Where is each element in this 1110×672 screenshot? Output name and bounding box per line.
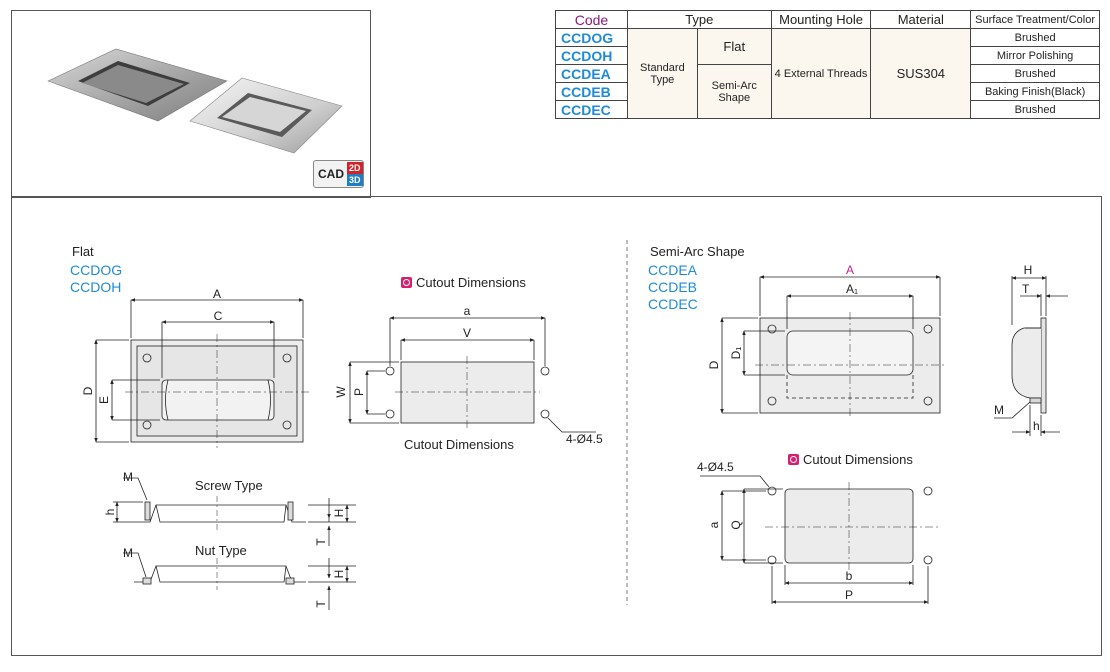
surface-cell: Baking Finish(Black) [970,82,1100,101]
drawing-frame [11,196,1102,656]
semi-code-2: CCDEB [648,279,698,295]
flat-code-1: CCDOG [70,262,123,278]
product-photo [47,48,343,154]
screw-H: H [332,509,346,518]
cad-3d-badge: 3D [347,174,363,186]
flat-cutout-title: Cutout Dimensions [401,275,526,290]
product-photo-panel [11,10,371,198]
semi-side-M: M [994,403,1004,417]
nut-T: T [314,600,328,608]
dim-E: E [97,396,111,404]
screw-type-side-view [113,477,356,546]
semi-holes-label: 4-Ø4.5 [697,460,734,474]
code-cell: CCDEB [555,82,628,101]
section-divider [11,196,1101,197]
semi-dim-b: b [846,569,853,583]
cutout-icon [401,277,412,288]
flat-holes-label: 4-Ø4.5 [566,432,603,446]
code-cell: CCDEC [555,100,628,119]
nut-type-label: Nut Type [195,543,247,558]
flat-front-view [94,298,310,448]
cad-badge[interactable]: CAD 2D 3D [313,160,364,188]
dim-a: a [464,304,471,318]
nut-M: M [123,546,133,560]
material-cell: SUS304 [870,28,972,119]
table-row: CCDEA Semi-Arc Shape Brushed [555,64,1100,119]
semi-side-h: h [1033,419,1040,433]
semi-dim-A: A [846,263,854,277]
table-row: CCDEB Baking Finish(Black) [555,82,1100,101]
dim-D: D [81,386,95,395]
semi-dim-D: D [707,360,721,369]
type-flat-cell: Flat [696,28,772,65]
semi-dim-A1: A₁ [846,282,858,296]
semi-arc-front-view [720,275,946,418]
cutout-icon [788,454,799,465]
screw-M: M [123,470,133,484]
dim-A: A [213,287,221,301]
semi-dim-a: a [707,521,721,528]
flat-cutout-title-text: Cutout Dimensions [416,275,526,290]
table-row: CCDEC Brushed [555,100,1100,119]
cad-label: CAD [318,167,344,181]
header-mounting-hole: Mounting Hole [770,10,872,29]
semi-cutout-title: Cutout Dimensions [788,452,913,467]
semi-code-1: CCDEA [648,262,698,278]
surface-cell: Brushed [970,64,1100,83]
type-semi-arc-cell: Semi-Arc Shape [696,64,772,119]
flat-code-2: CCDOH [70,279,122,295]
nut-H: H [332,570,346,579]
semi-dim-D1: D₁ [729,347,743,360]
semi-arc-title: Semi-Arc Shape [650,244,745,259]
mounting-hole-cell: 4 External Threads [770,28,872,119]
semi-cutout-title-text: Cutout Dimensions [803,452,913,467]
cad-2d-badge: 2D [347,162,363,174]
semi-dim-P: P [845,588,853,602]
spec-header-row: Code Type Mounting Hole Material Surface… [555,10,1100,29]
surface-cell: Brushed [970,100,1100,119]
header-surface: Surface Treatment/Color [970,10,1100,29]
code-cell: CCDOG [555,28,628,47]
surface-cell: Brushed [970,28,1100,47]
semi-side-T: T [1022,282,1030,296]
semi-dim-Q: Q [729,520,743,529]
flat-title: Flat [72,244,94,259]
dim-C: C [214,309,223,323]
semi-arc-side-view [994,276,1068,436]
flat-cutout-caption: Cutout Dimensions [404,437,514,452]
table-row: CCDOG Standard Type Flat 4 External Thre… [555,28,1100,119]
screw-type-label: Screw Type [195,478,263,493]
spec-table: Code Type Mounting Hole Material Surface… [555,10,1100,119]
semi-cutout-drawing [700,475,938,604]
standard-type-cell: Standard Type [626,28,698,119]
dim-W: W [334,386,348,398]
header-material: Material [870,10,972,29]
semi-code-3: CCDEC [648,296,698,312]
screw-h: h [103,509,117,516]
flat-cutout-drawing [348,316,596,433]
dim-P: P [352,388,366,396]
nut-type-side-view [123,552,356,610]
semi-side-H: H [1024,263,1033,277]
dim-V: V [463,326,471,340]
screw-T: T [314,538,328,546]
header-code: Code [555,10,628,29]
